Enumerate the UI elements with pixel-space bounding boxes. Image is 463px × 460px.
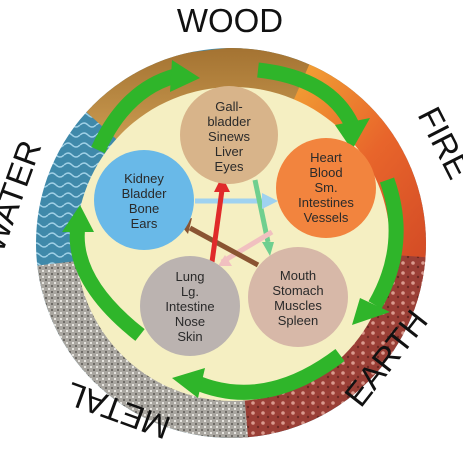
arrowhead-to-water <box>62 205 94 232</box>
node-fire-line-4: Intestines <box>298 195 354 210</box>
node-metal-line-2: Lg. <box>181 284 199 299</box>
node-water-line-1: Kidney <box>124 171 164 186</box>
element-label-fire: FIRE <box>411 101 463 185</box>
node-water-line-2: Bladder <box>122 186 167 201</box>
node-earth-circle <box>248 247 348 347</box>
node-wood: Gall- bladder Sinews Liver Eyes <box>180 86 278 184</box>
controlling-cycle <box>188 179 274 268</box>
node-wood-circle <box>180 86 278 184</box>
node-fire-line-3: Sm. <box>314 180 337 195</box>
control-head-to-earth <box>262 242 274 256</box>
node-earth-line-1: Mouth <box>280 268 316 283</box>
node-earth-line-4: Spleen <box>278 313 318 328</box>
control-wood-to-earth <box>252 179 271 243</box>
node-fire: Heart Blood Sm. Intestines Vessels <box>276 138 376 238</box>
generating-cycle <box>69 62 404 400</box>
node-water-circle <box>94 150 194 250</box>
node-water-line-4: Ears <box>131 216 158 231</box>
node-wood-line-5: Eyes <box>215 159 244 174</box>
cycle-arc-wood-to-fire <box>257 62 359 129</box>
element-label-wood: WOOD <box>177 2 283 39</box>
node-earth: Mouth Stomach Muscles Spleen <box>248 247 348 347</box>
control-fire-to-metal <box>220 229 274 265</box>
cycle-arc-earth-to-metal <box>192 349 345 400</box>
node-metal-line-1: Lung <box>176 269 205 284</box>
node-earth-line-3: Muscles <box>274 298 322 313</box>
node-fire-line-5: Vessels <box>304 210 349 225</box>
node-water: Kidney Bladder Bone Ears <box>94 150 194 250</box>
node-wood-line-1: Gall- <box>215 99 242 114</box>
node-wood-line-4: Liver <box>215 144 244 159</box>
control-head-to-fire <box>262 193 278 209</box>
node-wood-line-2: bladder <box>207 114 251 129</box>
arrowhead-to-wood <box>170 60 200 92</box>
arrowhead-to-metal <box>172 368 205 398</box>
arrowhead-to-fire <box>335 118 370 150</box>
cycle-arc-metal-to-water <box>69 223 145 341</box>
node-wood-line-3: Sinews <box>208 129 250 144</box>
node-metal-line-4: Nose <box>175 314 205 329</box>
control-head-to-wood <box>214 176 230 192</box>
generating-cycle-heads <box>62 60 390 398</box>
node-metal-line-5: Skin <box>177 329 202 344</box>
cycle-arc-fire-to-earth <box>368 177 404 309</box>
node-earth-line-2: Stomach <box>272 283 323 298</box>
node-fire-line-1: Heart <box>310 150 342 165</box>
node-metal-line-3: Intestine <box>165 299 214 314</box>
cycle-arc-water-to-wood <box>91 68 178 154</box>
node-metal-circle <box>140 256 240 356</box>
arrowhead-to-earth <box>352 298 390 325</box>
node-metal: Lung Lg. Intestine Nose Skin <box>140 256 240 356</box>
node-fire-line-2: Blood <box>309 165 342 180</box>
node-fire-circle <box>276 138 376 238</box>
control-metal-to-wood <box>209 189 225 263</box>
control-earth-to-water <box>188 225 260 268</box>
node-water-line-3: Bone <box>129 201 159 216</box>
control-head-to-metal <box>218 255 232 266</box>
